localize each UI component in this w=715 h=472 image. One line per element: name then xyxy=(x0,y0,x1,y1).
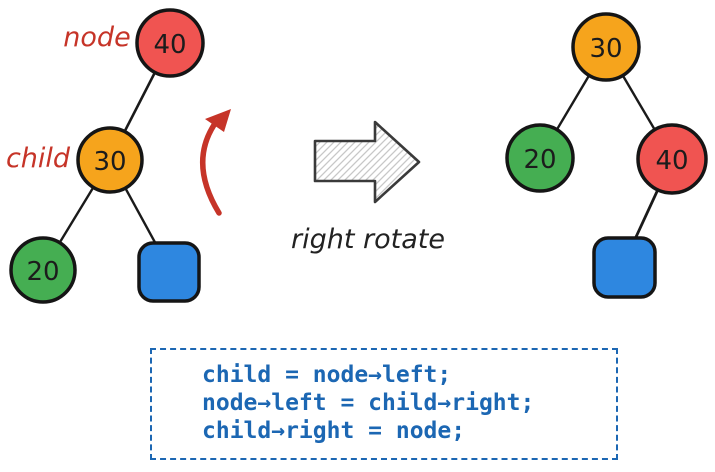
tree-node-40-value: 40 xyxy=(153,30,186,60)
code-line-3: child→right = node; xyxy=(202,418,466,444)
tree-node-30-right-value: 30 xyxy=(589,34,622,64)
code-line-2: node→left = child→right; xyxy=(202,390,535,416)
tree-node-40-right xyxy=(636,123,708,195)
right-tree: 30 20 40 xyxy=(505,12,708,299)
tree-node-30 xyxy=(76,126,144,194)
tree-node-30-right xyxy=(571,12,641,82)
rotation-code-block: child = node→left; node→left = child→rig… xyxy=(150,348,618,460)
code-line-1: child = node→left; xyxy=(202,362,452,388)
subtree-square-right xyxy=(592,236,657,299)
tree-node-40-right-value: 40 xyxy=(655,146,688,176)
subtree-square xyxy=(137,241,201,303)
node-pointer-label: node xyxy=(63,22,130,53)
tree-node-20-right xyxy=(505,123,575,193)
tree-node-30-value: 30 xyxy=(93,147,126,177)
rotation-arrow-icon xyxy=(199,109,231,216)
rotation-caption: right rotate xyxy=(291,224,445,255)
tree-node-20-value: 20 xyxy=(26,257,59,287)
tree-node-40 xyxy=(135,8,205,78)
child-pointer-label: child xyxy=(6,143,71,174)
tree-node-20-right-value: 20 xyxy=(523,145,556,175)
right-arrow-icon xyxy=(313,120,421,204)
left-tree: 40 30 20 node child xyxy=(6,8,205,304)
tree-node-20 xyxy=(9,236,77,304)
